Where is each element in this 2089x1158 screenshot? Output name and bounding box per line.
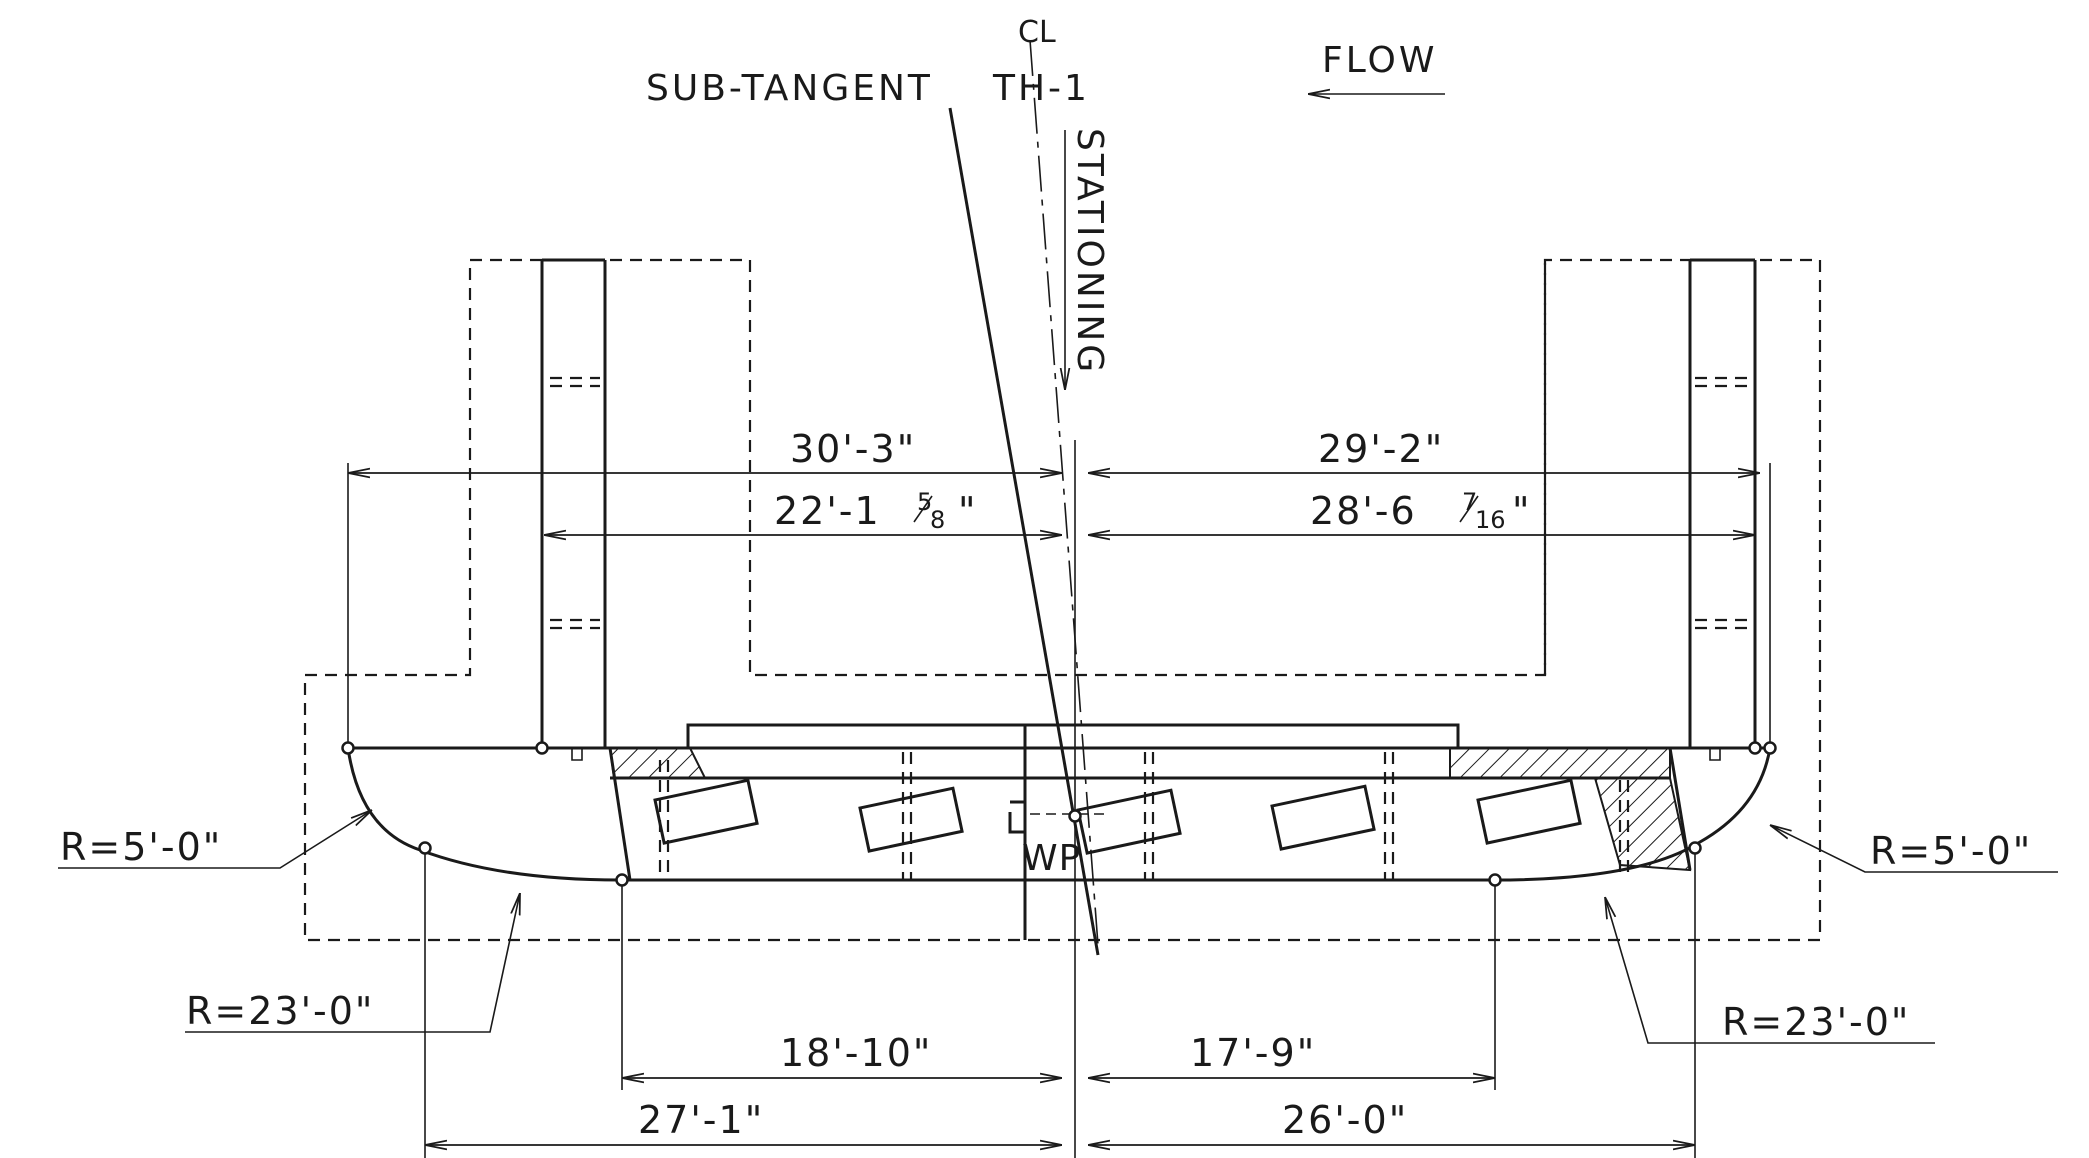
svg-text:22'-1: 22'-1: [774, 489, 881, 533]
dim-bottom-right-inner: 17'-9": [1190, 1031, 1316, 1075]
node-points: [341, 741, 1777, 887]
dim-top-right-inner: 28'-6 7 16 ": [1310, 488, 1531, 534]
work-point-label: WP: [1022, 838, 1081, 879]
svg-text:16: 16: [1475, 506, 1506, 534]
svg-text:5: 5: [917, 488, 932, 516]
radius-right-small: R=5'-0": [1870, 829, 2032, 873]
dim-top-left-outer: 30'-3": [790, 427, 916, 471]
hatch-right-end: [1593, 777, 1692, 872]
left-footing-outline: [303, 258, 1822, 942]
right-wingwall: [1688, 258, 1757, 748]
radius-left-small: R=5'-0": [60, 825, 222, 869]
left-wingwall: [540, 258, 607, 748]
svg-text:7: 7: [1462, 488, 1477, 516]
dimension-lines: [347, 463, 1771, 1158]
centerline-symbol: CL: [1018, 15, 1056, 50]
hatch-right: [1449, 747, 1671, 779]
flow-label: FLOW: [1322, 40, 1437, 81]
dim-bottom-left-inner: 18'-10": [780, 1031, 932, 1075]
svg-text:28'-6: 28'-6: [1310, 489, 1417, 533]
sub-tangent-label: SUB-TANGENT: [646, 68, 933, 109]
svg-text:": ": [1512, 489, 1531, 533]
pile-lines: [658, 752, 1630, 880]
dim-bottom-left-outer: 27'-1": [638, 1098, 764, 1142]
radius-leaders: [58, 810, 2058, 1044]
wp-key: [1008, 800, 1027, 834]
dim-top-left-inner: 22'-1 5 8 ": [774, 488, 977, 534]
bearing-pads: [653, 778, 1582, 855]
dim-bottom-right-outer: 26'-0": [1282, 1098, 1408, 1142]
radius-right-large: R=23'-0": [1722, 1000, 1910, 1044]
radius-left-large: R=23'-0": [186, 989, 374, 1033]
stationing-label: STATIONING: [1069, 128, 1110, 375]
highway-label: TH-1: [992, 68, 1090, 109]
svg-text:8: 8: [930, 506, 945, 534]
dim-top-right-outer: 29'-2": [1318, 427, 1444, 471]
centerline: [1029, 39, 1099, 946]
svg-text:": ": [958, 489, 977, 533]
hatch-left: [608, 747, 707, 779]
